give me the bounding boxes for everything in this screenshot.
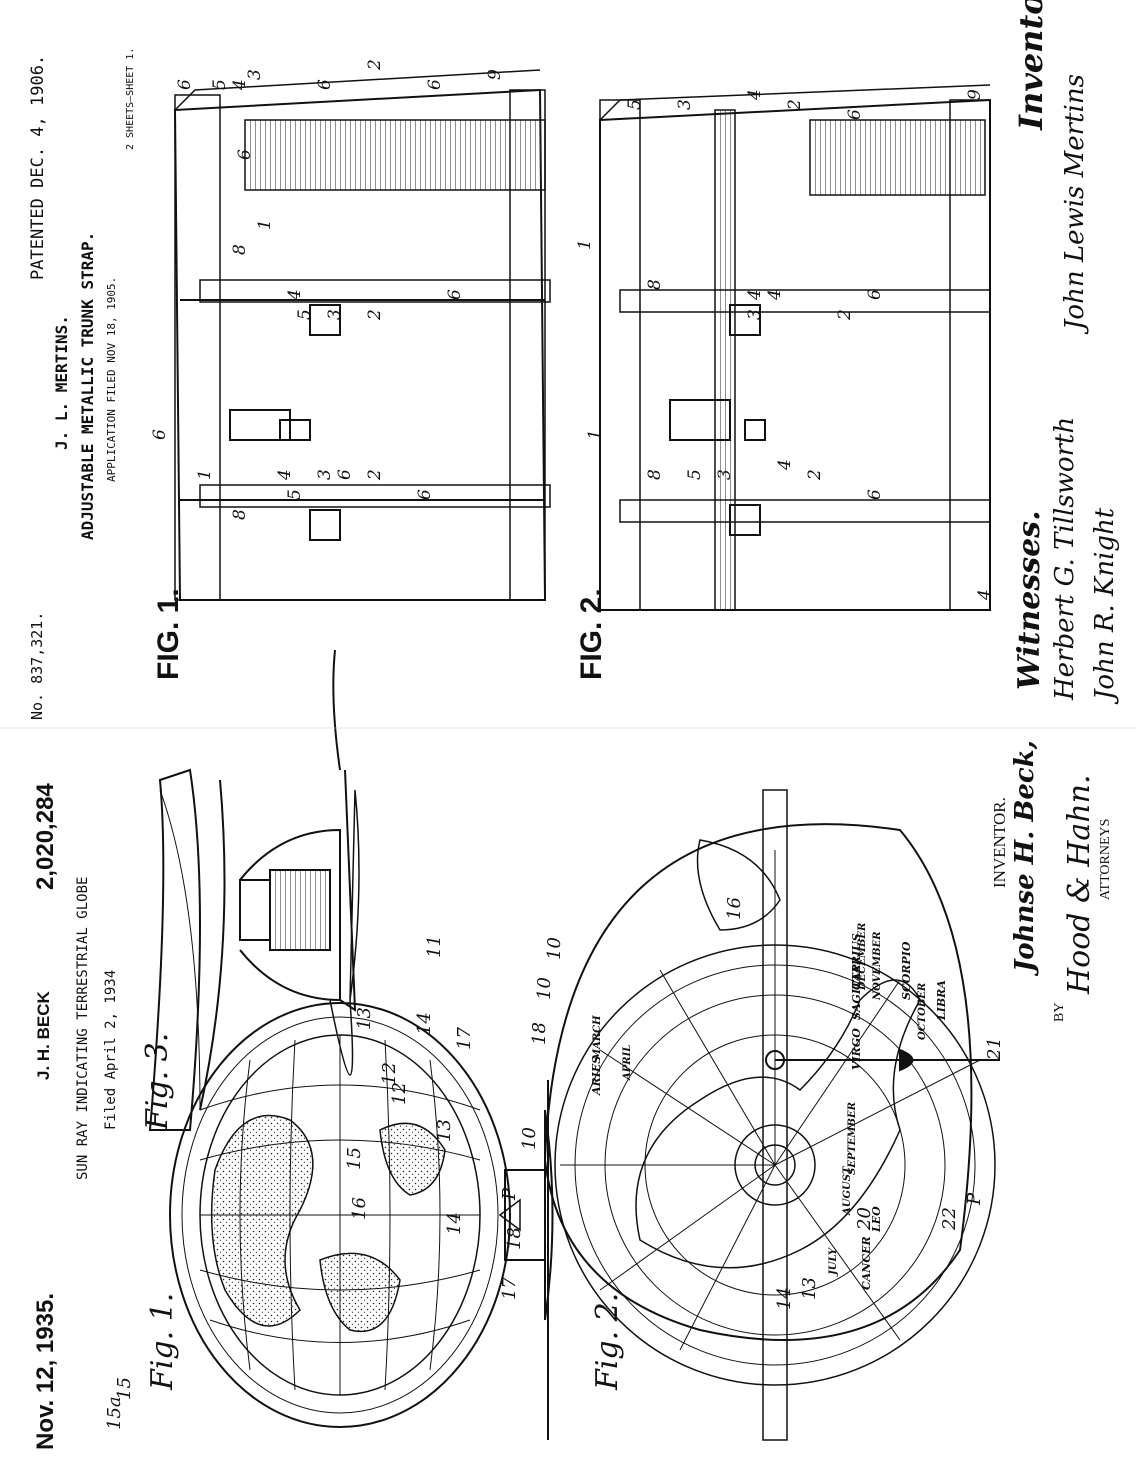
left-ref-number: 17 (454, 1027, 475, 1050)
right-fig1-ref-number: 6 (335, 469, 355, 480)
right-fig1-ref-number: 6 (175, 79, 195, 90)
right-fig1-ref-number: 3 (245, 69, 265, 80)
left-ref-number: 10 (519, 1127, 540, 1150)
left-ref-number: 22 (939, 1207, 960, 1231)
left-ref-number: 14 (444, 1212, 465, 1235)
right-fig2-ref-number: 4 (975, 589, 995, 601)
right-fig1-ref-number: 2 (365, 59, 385, 71)
right-fig1-ref-number: 6 (150, 429, 170, 440)
month-label: JULY (828, 1247, 839, 1277)
right-fig2-ref-number: 4 (775, 459, 795, 471)
left-ref-number: 10 (534, 977, 555, 1000)
left-ref-number: 15a (104, 1396, 125, 1430)
right-fig1-ref-number: 3 (325, 309, 345, 320)
left-ref-number: 16 (349, 1197, 370, 1220)
right-fig1-ref-number: 1 (195, 469, 215, 480)
right-fig1-ref-number: 9 (485, 69, 505, 80)
left-ref-number: 15 (344, 1147, 365, 1170)
left-ref-number: 12 (379, 1062, 400, 1085)
left-ref-number: 11 (424, 935, 445, 958)
right-fig1-ref-number: 8 (230, 509, 250, 520)
left-ref-number: 13 (434, 1119, 455, 1142)
left-ref-number: 15 (114, 1377, 135, 1400)
left-ref-number: 13 (354, 1007, 375, 1030)
right-fig1-ref-number: 6 (235, 149, 255, 160)
left-ref-number: 18 (504, 1227, 525, 1250)
right-fig2-ref-number: 2 (805, 469, 825, 481)
right-fig1-ref-number: 5 (210, 79, 230, 90)
zodiac-label: ARIES (590, 1056, 603, 1096)
month-label: NOVEMBER (872, 931, 883, 1001)
right-fig1-ref-number: 2 (365, 309, 385, 321)
left-ref-number: 18 (529, 1022, 550, 1045)
left-ref-number: 14 (774, 1287, 795, 1310)
left-ref-number: 20 (854, 1207, 875, 1231)
right-fig2-ref-number: 1 (575, 239, 595, 250)
zodiac-label: SAGITTARIUS (850, 933, 863, 1020)
right-fig2-ref-number: 2 (835, 309, 855, 321)
trunk-fig2-drawing (599, 84, 991, 611)
month-label: AUGUST (842, 1165, 853, 1216)
left-ref-number: 10 (544, 937, 565, 960)
right-fig2-ref-number: 6 (865, 489, 885, 500)
right-fig2-ref-number: 6 (845, 109, 865, 120)
month-label: OCTOBER (917, 983, 928, 1040)
right-fig1-ref-number: 8 (230, 244, 250, 255)
right-fig2-ref-number: 5 (685, 469, 705, 480)
right-fig1-ref-number: 2 (365, 469, 385, 481)
trunk-fig1-drawing (173, 69, 551, 601)
globe-fig3-drawing (148, 649, 360, 1131)
month-label: APRIL (622, 1045, 633, 1081)
month-label: MARCH (592, 1015, 603, 1061)
right-fig2-ref-number: 3 (745, 309, 765, 320)
right-fig1-ref-number: 4 (275, 469, 295, 481)
right-fig1-ref-number: 6 (315, 79, 335, 90)
zodiac-label: SCORPIO (900, 941, 913, 1000)
right-fig2-ref-number: 3 (715, 469, 735, 480)
right-fig1-ref-number: 6 (415, 489, 435, 500)
right-fig1-ref-number: 4 (230, 79, 250, 91)
right-fig2-ref-number: 5 (625, 99, 645, 110)
globe-fig2-drawing (543, 789, 1000, 1441)
right-fig1-ref-number: 3 (315, 469, 335, 480)
month-label: DECEMBER (857, 923, 868, 991)
left-ref-number: 16 (724, 897, 745, 920)
left-ref-number: 21 (984, 1037, 1005, 1061)
left-ref-number: P (499, 1187, 520, 1201)
right-fig2-ref-number: 1 (585, 429, 605, 440)
right-fig1-ref-number: 5 (295, 309, 315, 320)
zodiac-label: VIRGO (850, 1028, 863, 1070)
right-fig2-ref-number: 9 (965, 89, 985, 100)
right-fig1-ref-number: 6 (445, 289, 465, 300)
left-ref-number: 17 (499, 1277, 520, 1300)
zodiac-label: CANCER (860, 1236, 873, 1290)
right-fig2-ref-number: 8 (645, 469, 665, 480)
right-fig1-ref-number: 5 (285, 489, 305, 500)
zodiac-label: CAP (850, 964, 863, 990)
zodiac-label: LIBRA (935, 980, 948, 1021)
left-ref-number: 12 (389, 1082, 410, 1105)
right-fig2-ref-number: 4 (745, 89, 765, 101)
zodiac-label: LEO (870, 1206, 883, 1233)
right-fig2-ref-number: 3 (675, 99, 695, 110)
left-ref-number: P (964, 1192, 985, 1206)
right-fig2-ref-number: 4 (765, 289, 785, 301)
right-fig2-ref-number: 8 (645, 279, 665, 290)
left-ref-number: 13 (799, 1277, 820, 1300)
left-ref-number: 14 (414, 1012, 435, 1035)
right-fig2-ref-number: 4 (745, 289, 765, 301)
month-label: SEPTEMBER (847, 1102, 858, 1175)
right-fig1-ref-number: 1 (255, 219, 275, 230)
right-fig1-ref-number: 6 (425, 79, 445, 90)
right-fig2-ref-number: 2 (785, 99, 805, 111)
right-fig1-ref-number: 4 (285, 289, 305, 301)
right-fig2-ref-number: 6 (865, 289, 885, 300)
globe-fig1-drawing (169, 1002, 554, 1440)
